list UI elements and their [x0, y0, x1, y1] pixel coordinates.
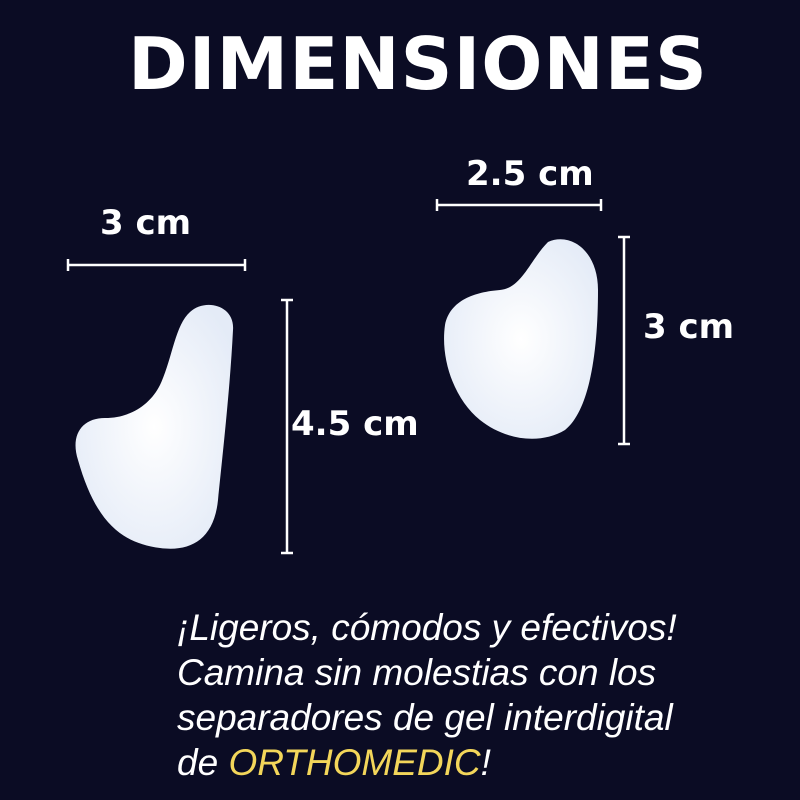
gel-separator-large — [75, 304, 234, 549]
brand-name: ORTHOMEDIC — [228, 742, 481, 783]
caption-prefix: de — [177, 742, 229, 783]
dimension-lines — [66, 199, 630, 555]
caption-line: de ORTHOMEDIC! — [177, 740, 677, 785]
right-width-label: 2.5 cm — [466, 154, 594, 194]
caption: ¡Ligeros, cómodos y efectivos! Camina si… — [177, 605, 677, 785]
caption-suffix: ! — [480, 742, 491, 783]
page-title: DIMENSIONES — [128, 22, 708, 106]
caption-line: ¡Ligeros, cómodos y efectivos! — [177, 607, 677, 648]
gel-separator-small — [444, 239, 598, 439]
caption-line: separadores de gel interdigital — [177, 697, 673, 738]
left-width-label: 3 cm — [100, 203, 192, 243]
right-height-label: 3 cm — [643, 307, 735, 347]
caption-line: Camina sin molestias con los — [177, 652, 657, 693]
left-height-label: 4.5 cm — [291, 404, 419, 444]
